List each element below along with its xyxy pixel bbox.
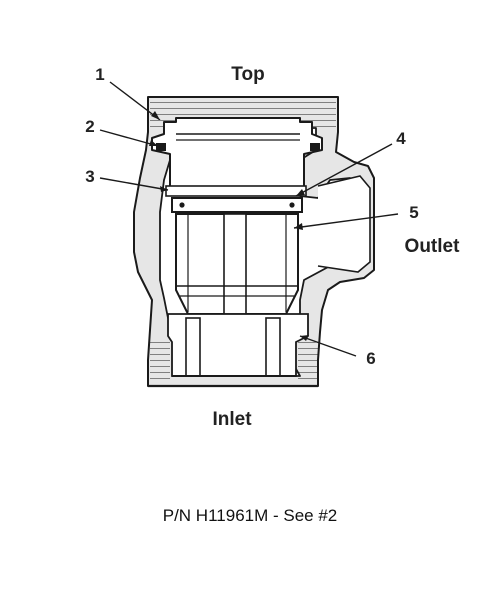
callout-2: 2: [85, 117, 94, 136]
callout-5: 5: [409, 203, 418, 222]
cap: [151, 117, 323, 189]
retaining-ring: [171, 197, 303, 213]
label-inlet: Inlet: [212, 409, 252, 430]
leader-lines: [99, 81, 399, 357]
bottom-thread-left: [150, 342, 170, 382]
leader-arrowheads: [149, 111, 309, 341]
part-number-caption: P/N H11961M - See #2: [162, 506, 338, 525]
ring-dot-right: [289, 202, 295, 208]
bottom-thread-right: [298, 342, 318, 382]
callout-3: 3: [85, 167, 94, 186]
o-ring-right: [310, 143, 320, 151]
o-ring-left: [156, 143, 166, 151]
callout-4: 4: [396, 129, 406, 148]
outlet-port: [317, 175, 371, 273]
label-outlet: Outlet: [405, 236, 461, 257]
callout-1: 1: [95, 65, 104, 84]
label-top: Top: [231, 64, 264, 85]
callout-6: 6: [366, 349, 375, 368]
seal-band: [165, 185, 307, 197]
ring-dot-left: [179, 202, 185, 208]
center-stem: [223, 213, 247, 315]
